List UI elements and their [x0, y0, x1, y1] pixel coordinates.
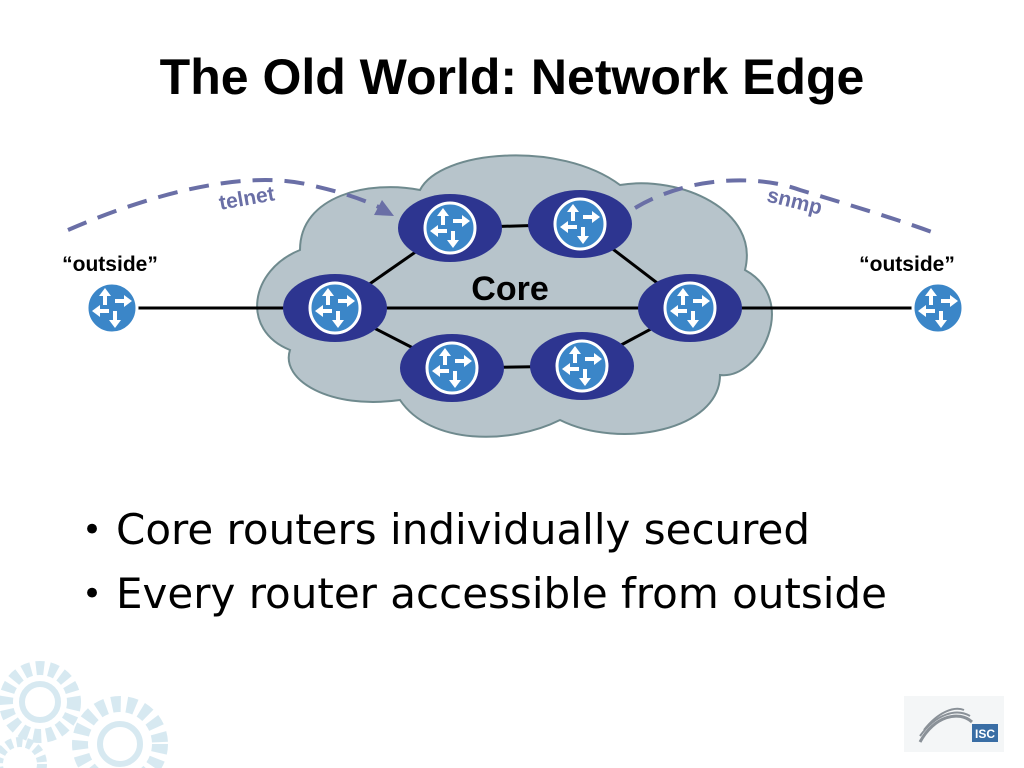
- isc-logo-text: ISC: [975, 727, 995, 741]
- router-core-bottom-right[interactable]: [530, 332, 634, 400]
- bullet-item: •Core routers individually secured: [82, 505, 811, 554]
- router-icon: [553, 197, 607, 251]
- router-icon: [308, 281, 362, 335]
- snmp-label: snmp: [765, 184, 825, 220]
- router-core-left[interactable]: [283, 274, 387, 342]
- router-outside-left[interactable]: [85, 281, 139, 335]
- core-routers: [283, 190, 742, 402]
- slide-title: The Old World: Network Edge: [159, 49, 865, 105]
- router-core-top-right[interactable]: [528, 190, 632, 258]
- router-core-top-left[interactable]: [398, 194, 502, 262]
- telnet-arrow: [67, 178, 386, 232]
- router-icon: [911, 281, 965, 335]
- bullet-list: •Core routers individually secured •Ever…: [82, 498, 887, 626]
- snmp-arrow: [633, 178, 941, 237]
- router-icon: [555, 339, 609, 393]
- telnet-label: telnet: [217, 182, 276, 214]
- router-icon: [663, 281, 717, 335]
- core-cloud: [256, 154, 773, 438]
- gears-decoration: [0, 661, 168, 768]
- bullet-item: •Every router accessible from outside: [82, 569, 887, 618]
- telnet-arrowhead: [374, 200, 394, 216]
- router-icon: [85, 281, 139, 335]
- outside-label-left: “outside”: [62, 253, 158, 276]
- bullet-text: Every router accessible from outside: [116, 569, 887, 618]
- isc-logo: ISC: [904, 696, 1004, 752]
- cloud-label: Core: [471, 270, 548, 308]
- bullet-text: Core routers individually secured: [116, 505, 811, 554]
- router-icon: [423, 201, 477, 255]
- router-core-bottom-left[interactable]: [400, 334, 504, 402]
- router-core-right[interactable]: [638, 274, 742, 342]
- router-icon: [425, 341, 479, 395]
- outside-label-right: “outside”: [859, 253, 955, 276]
- router-outside-right[interactable]: [911, 281, 965, 335]
- protocol-arrows: [67, 178, 941, 237]
